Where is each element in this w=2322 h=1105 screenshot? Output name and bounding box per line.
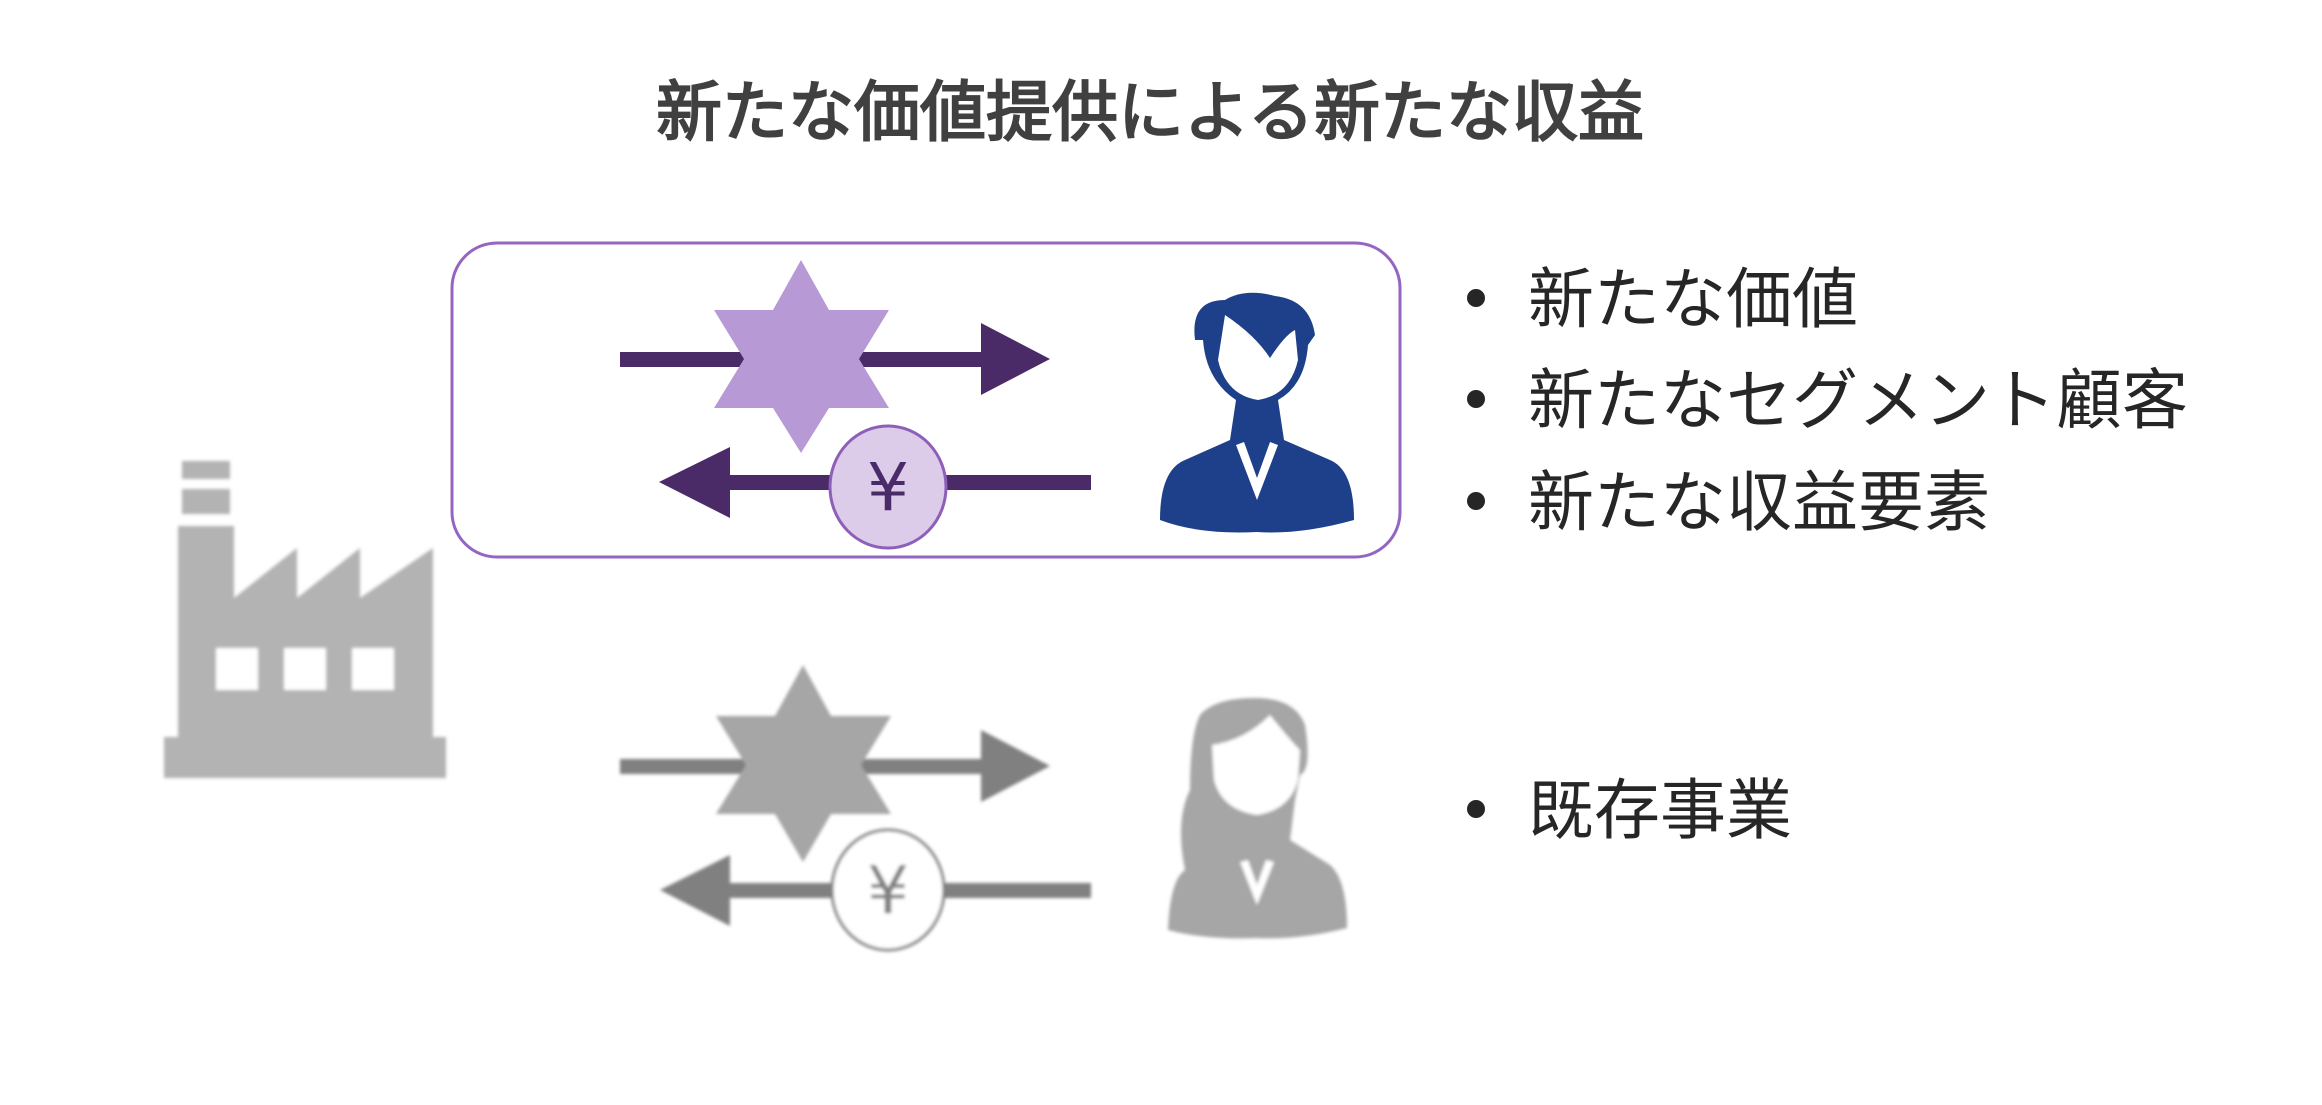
existing-business-bullet-list: 既存事業 — [1467, 772, 1792, 849]
bullet-item: 新たな収益要素 — [1467, 464, 1990, 541]
factory-icon — [164, 461, 446, 778]
customer-icon-existing — [1168, 698, 1347, 939]
new-business-bullet-list: 新たな価値 新たなセグメント顧客 新たな収益要素 — [1467, 261, 2188, 541]
bullet-text: 新たなセグメント顧客 — [1528, 362, 2188, 439]
new-business-highlight-box — [450, 241, 1402, 559]
bullet-dot — [1467, 492, 1485, 510]
customer-icon-new-segment — [1160, 292, 1354, 533]
page-title: 新たな価値提供による新たな収益 — [656, 74, 1644, 151]
bullet-text: 既存事業 — [1528, 772, 1792, 849]
bullet-text: 新たな価値 — [1528, 261, 1858, 338]
bullet-item: 新たなセグメント顧客 — [1467, 362, 2188, 439]
yen-symbol: ¥ — [867, 852, 909, 929]
yen-coin-icon-gray: ¥ — [830, 828, 946, 952]
bullet-item: 新たな価値 — [1467, 261, 1858, 338]
bullet-dot — [1467, 289, 1485, 307]
bullet-item: 既存事業 — [1467, 772, 1792, 849]
bullet-dot — [1467, 390, 1485, 408]
value-star-icon-gray — [716, 665, 891, 862]
yen-symbol: ¥ — [867, 449, 909, 526]
yen-coin-icon-purple: ¥ — [828, 424, 948, 550]
bullet-dot — [1467, 800, 1485, 818]
bullet-text: 新たな収益要素 — [1528, 464, 1990, 541]
value-star-icon-purple — [714, 260, 889, 453]
